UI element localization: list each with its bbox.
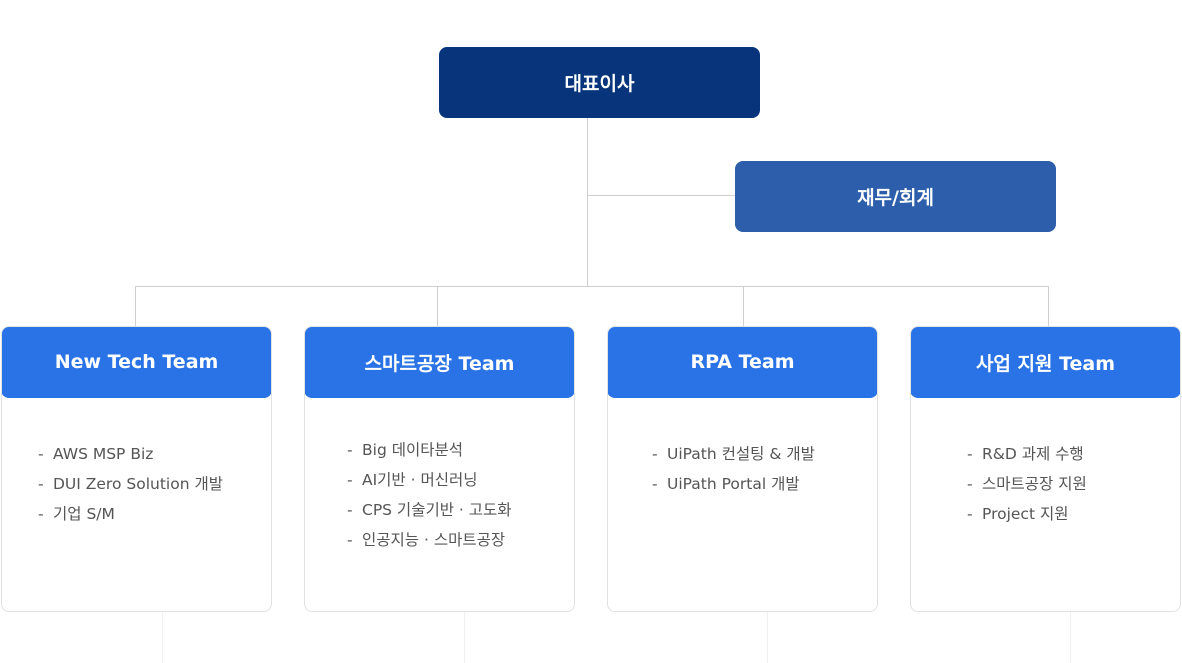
list-item: -CPS 기술기반 · 고도화 (347, 501, 512, 519)
list-item: -Big 데이타분석 (347, 441, 464, 459)
decorative-line (464, 612, 465, 663)
team-card-rpa: RPA Team -UiPath 컨설팅 & 개발 -UiPath Portal… (607, 326, 878, 612)
connector-team-2 (437, 286, 438, 326)
finance-label: 재무/회계 (857, 187, 934, 209)
connector-ceo-vertical (587, 118, 588, 286)
list-item: -AWS MSP Biz (38, 445, 154, 463)
team-card-new-tech: New Tech Team -AWS MSP Biz -DUI Zero Sol… (1, 326, 272, 612)
decorative-line (1070, 612, 1071, 663)
team-item-list: -AWS MSP Biz -DUI Zero Solution 개발 -기업 S… (38, 439, 223, 529)
team-name: RPA Team (690, 351, 795, 373)
list-item: -기업 S/M (38, 505, 115, 523)
team-name: 사업 지원 Team (975, 352, 1116, 375)
team-item-list: -Big 데이타분석 -AI기반 · 머신러닝 -CPS 기술기반 · 고도화 … (347, 435, 512, 555)
connector-team-1 (135, 286, 136, 326)
connector-team-3 (743, 286, 744, 326)
connector-finance-horizontal (587, 195, 735, 196)
finance-box: 재무/회계 (735, 161, 1056, 232)
decorative-line (162, 612, 163, 663)
ceo-box: 대표이사 (439, 47, 760, 118)
ceo-label: 대표이사 (564, 73, 635, 95)
team-card-smart-factory: 스마트공장 Team -Big 데이타분석 -AI기반 · 머신러닝 -CPS … (304, 326, 575, 612)
list-item: -Project 지원 (967, 505, 1069, 523)
list-item: -UiPath 컨설팅 & 개발 (652, 445, 815, 463)
team-header: 스마트공장 Team (305, 327, 574, 398)
team-header: RPA Team (608, 327, 877, 398)
list-item: -UiPath Portal 개발 (652, 475, 800, 493)
list-item: -스마트공장 지원 (967, 475, 1087, 493)
team-name: New Tech Team (54, 351, 219, 373)
team-card-business-support: 사업 지원 Team -R&D 과제 수행 -스마트공장 지원 -Project… (910, 326, 1181, 612)
team-header: 사업 지원 Team (911, 327, 1180, 398)
list-item: -인공지능 · 스마트공장 (347, 531, 506, 549)
team-item-list: -R&D 과제 수행 -스마트공장 지원 -Project 지원 (967, 439, 1087, 529)
team-header: New Tech Team (2, 327, 271, 398)
connector-team-4 (1048, 286, 1049, 326)
connector-teams-horizontal (135, 286, 1049, 287)
team-name: 스마트공장 Team (364, 352, 515, 375)
list-item: -R&D 과제 수행 (967, 445, 1084, 463)
list-item: -DUI Zero Solution 개발 (38, 475, 223, 493)
decorative-line (767, 612, 768, 663)
team-item-list: -UiPath 컨설팅 & 개발 -UiPath Portal 개발 (652, 439, 815, 499)
list-item: -AI기반 · 머신러닝 (347, 471, 478, 489)
